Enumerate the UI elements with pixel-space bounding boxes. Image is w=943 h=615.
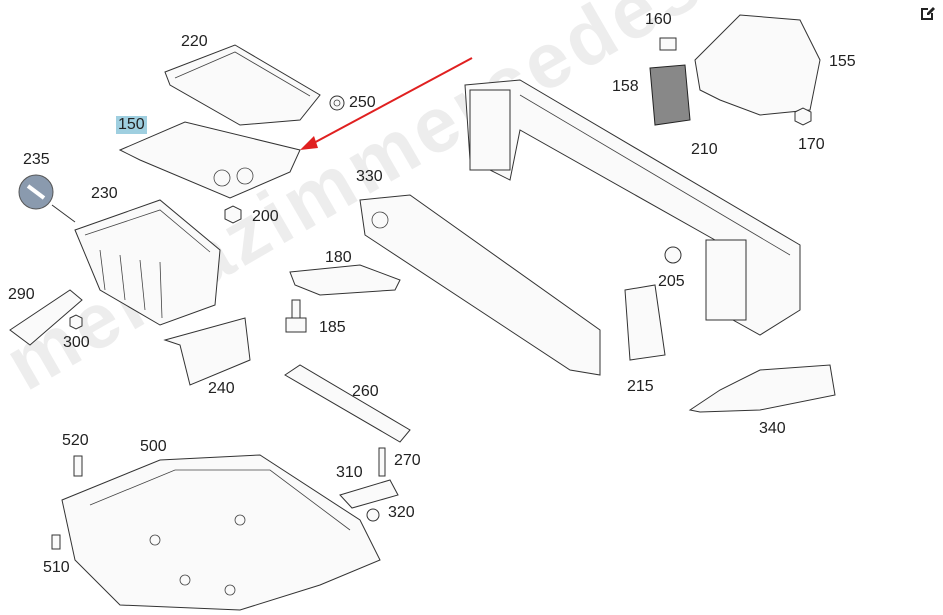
part-200-nut [224, 205, 242, 224]
part-340-bracket [688, 364, 836, 413]
label-215[interactable]: 215 [627, 378, 654, 395]
part-170-nut [794, 107, 812, 126]
part-155-mount [694, 14, 821, 116]
label-260[interactable]: 260 [352, 383, 379, 400]
part-290-bracket [9, 289, 83, 346]
part-240-bracket [163, 317, 251, 386]
label-310[interactable]: 310 [336, 464, 363, 481]
label-185[interactable]: 185 [319, 319, 346, 336]
label-158[interactable]: 158 [612, 78, 639, 95]
part-250-nut [329, 95, 345, 111]
label-500[interactable]: 500 [140, 438, 167, 455]
part-210-bumper-beam [464, 79, 801, 336]
part-150-cover [118, 121, 301, 199]
part-185-bolt [285, 299, 307, 333]
label-250[interactable]: 250 [349, 94, 376, 111]
label-235[interactable]: 235 [23, 151, 50, 168]
label-240[interactable]: 240 [208, 380, 235, 397]
label-270[interactable]: 270 [394, 452, 421, 469]
part-300-nut [69, 314, 83, 330]
label-200[interactable]: 200 [252, 208, 279, 225]
label-205[interactable]: 205 [658, 273, 685, 290]
part-310-clip [339, 479, 399, 509]
part-180-bracket [289, 264, 401, 296]
part-270-bolt [378, 447, 386, 477]
part-260-strut [284, 364, 411, 443]
label-330[interactable]: 330 [356, 168, 383, 185]
label-300[interactable]: 300 [63, 334, 90, 351]
part-520-clip [73, 455, 83, 477]
part-500-underbody-panel [61, 454, 381, 611]
part-205-nut [664, 246, 682, 264]
label-290[interactable]: 290 [8, 286, 35, 303]
part-320-nut [366, 508, 380, 522]
label-220[interactable]: 220 [181, 33, 208, 50]
part-230-battery-tray [74, 199, 221, 326]
label-170[interactable]: 170 [798, 136, 825, 153]
label-210[interactable]: 210 [691, 141, 718, 158]
part-158-gasket [649, 64, 691, 126]
pointer-arrow [300, 57, 473, 150]
part-160-bolt [659, 37, 677, 51]
part-235-wrench-icon [18, 174, 76, 223]
label-340[interactable]: 340 [759, 420, 786, 437]
label-320[interactable]: 320 [388, 504, 415, 521]
label-160[interactable]: 160 [645, 11, 672, 28]
label-510[interactable]: 510 [43, 559, 70, 576]
edit-icon[interactable] [919, 4, 937, 22]
part-510-clip [51, 534, 61, 550]
label-155[interactable]: 155 [829, 53, 856, 70]
label-150[interactable]: 150 [116, 116, 147, 134]
label-180[interactable]: 180 [325, 249, 352, 266]
part-215-plate [624, 284, 666, 361]
part-330-crossmember [359, 194, 601, 376]
label-230[interactable]: 230 [91, 185, 118, 202]
label-520[interactable]: 520 [62, 432, 89, 449]
part-220-ecu-box [164, 44, 321, 126]
